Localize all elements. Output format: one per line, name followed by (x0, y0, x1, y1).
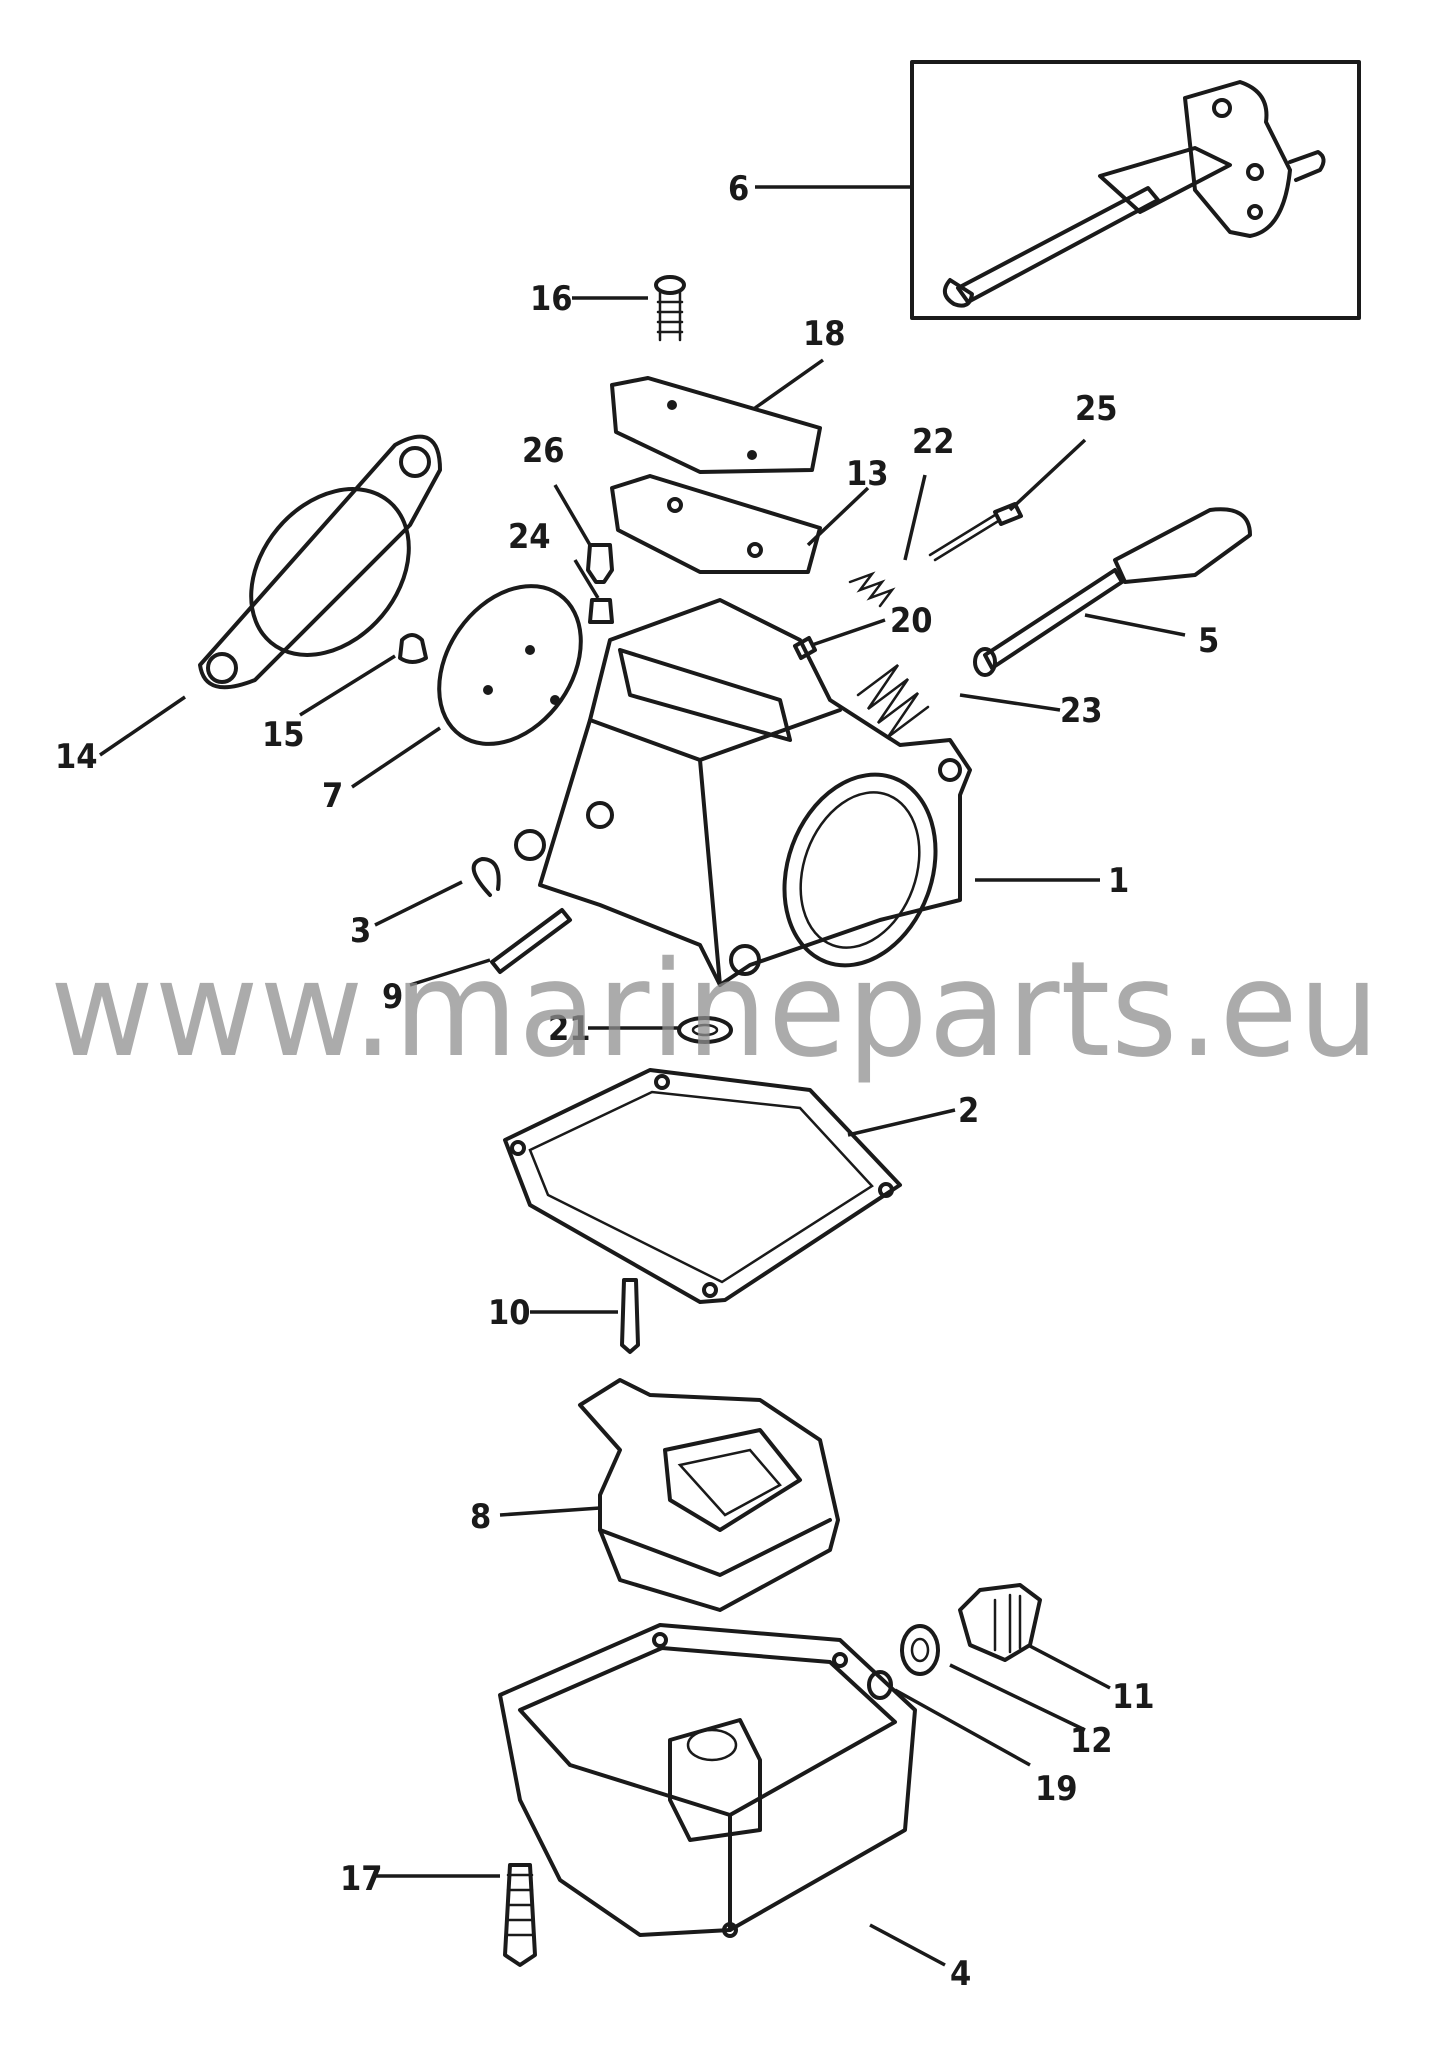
part-24-plug (588, 598, 614, 624)
part-1-body (514, 598, 972, 987)
part-15-screw (398, 633, 428, 664)
part-12-washer (900, 1624, 940, 1676)
part-4-bowl (498, 1623, 917, 1938)
part-14-flange-gasket (198, 434, 442, 690)
callout-5: 5 (1198, 621, 1219, 661)
callout-25: 25 (1075, 389, 1118, 429)
inset-box (910, 60, 1361, 320)
part-20-screw (793, 636, 817, 660)
callout-1: 1 (1108, 861, 1129, 901)
callout-23: 23 (1060, 691, 1103, 731)
callout-8: 8 (470, 1497, 491, 1537)
callout-13: 13 (846, 454, 889, 494)
callout-12: 12 (1070, 1721, 1113, 1761)
callout-26: 26 (522, 431, 565, 471)
callout-21: 21 (548, 1009, 591, 1049)
part-21-washer (677, 1016, 733, 1044)
part-2-gasket (503, 1068, 902, 1304)
part-17-screw (503, 1863, 537, 1967)
part-3-clip (471, 857, 501, 897)
part-11-plug (958, 1583, 1042, 1662)
part-22-spring (848, 571, 896, 608)
callout-3: 3 (350, 911, 371, 951)
callout-11: 11 (1112, 1677, 1155, 1717)
callout-24: 24 (508, 517, 551, 557)
part-9-pin (490, 908, 572, 974)
callout-19: 19 (1035, 1769, 1078, 1809)
part-26-jet (586, 543, 614, 584)
callout-22: 22 (912, 422, 955, 462)
part-16-screw (654, 275, 686, 342)
part-23-spring (856, 664, 930, 738)
part-18-plate (610, 376, 822, 474)
callout-9: 9 (382, 977, 403, 1017)
callout-10: 10 (488, 1293, 531, 1333)
watermark: www.marineparts.eu (50, 933, 1380, 1087)
callout-18: 18 (803, 314, 846, 354)
callout-15: 15 (262, 715, 305, 755)
callout-16: 16 (530, 279, 573, 319)
callout-7: 7 (322, 776, 343, 816)
part-7-disc (437, 584, 583, 746)
callout-4: 4 (950, 1954, 971, 1994)
callout-labels: 1 2 3 4 5 6 7 8 9 10 11 12 13 14 15 16 1… (55, 169, 1219, 1994)
part-5-shaft (973, 507, 1252, 677)
part-8-float (578, 1378, 840, 1612)
callout-20: 20 (890, 601, 933, 641)
callout-17: 17 (340, 1859, 383, 1899)
part-10-needle (620, 1278, 640, 1354)
part-25-screw (928, 502, 1023, 562)
callout-6: 6 (728, 169, 749, 209)
callout-2: 2 (958, 1091, 979, 1131)
leader-lines (99, 185, 1186, 1967)
part-13-gasket (610, 474, 822, 574)
part-6-inset (910, 60, 1361, 320)
callout-14: 14 (55, 737, 98, 777)
